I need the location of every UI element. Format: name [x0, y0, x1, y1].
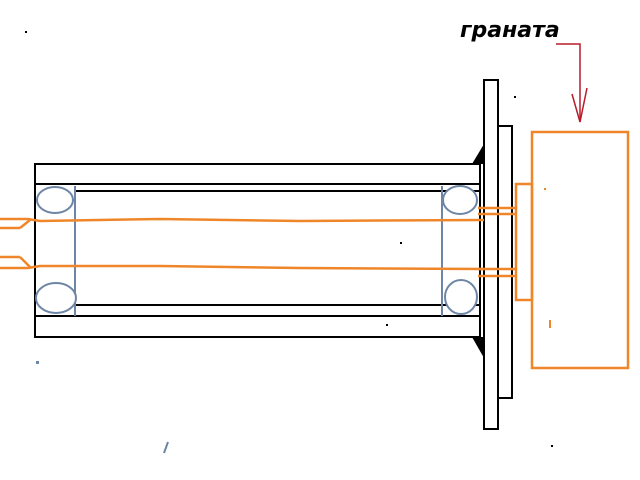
stray-dot — [25, 31, 27, 33]
stray-dot — [551, 445, 553, 447]
stray-dot — [514, 96, 516, 98]
stray-marks — [25, 31, 553, 454]
bearings — [35, 185, 478, 316]
shaft-lower-line — [0, 264, 485, 271]
weld-bottom — [472, 337, 484, 358]
bearing-right-bottom — [444, 279, 478, 315]
grenade-label: граната — [460, 18, 560, 43]
stray-dot — [549, 320, 551, 328]
stray-stroke — [163, 441, 169, 454]
shaft — [0, 130, 630, 370]
weld-top — [472, 144, 484, 164]
stray-dot — [36, 361, 39, 364]
bearing-left-bottom — [35, 282, 77, 314]
flange-plate-small — [497, 125, 513, 399]
stray-dot — [400, 242, 402, 244]
shaft-upper-line — [0, 217, 485, 223]
bearing-left-top — [36, 186, 74, 214]
flange — [483, 79, 513, 430]
stray-dot — [544, 188, 546, 190]
flange-plate-large — [483, 79, 499, 430]
shaft-chamfer-bottom — [19, 256, 31, 268]
stray-dot — [386, 324, 388, 326]
housing — [34, 163, 481, 338]
pointer-arrow — [556, 43, 588, 123]
bearing-right-top — [442, 185, 478, 215]
arrow-line — [556, 43, 581, 122]
arrow-head — [571, 87, 588, 123]
coupling — [514, 182, 534, 302]
shaft-chamfer-top — [19, 219, 31, 229]
welds — [472, 144, 484, 358]
grenade-block — [530, 130, 630, 370]
housing-outer — [34, 163, 481, 338]
